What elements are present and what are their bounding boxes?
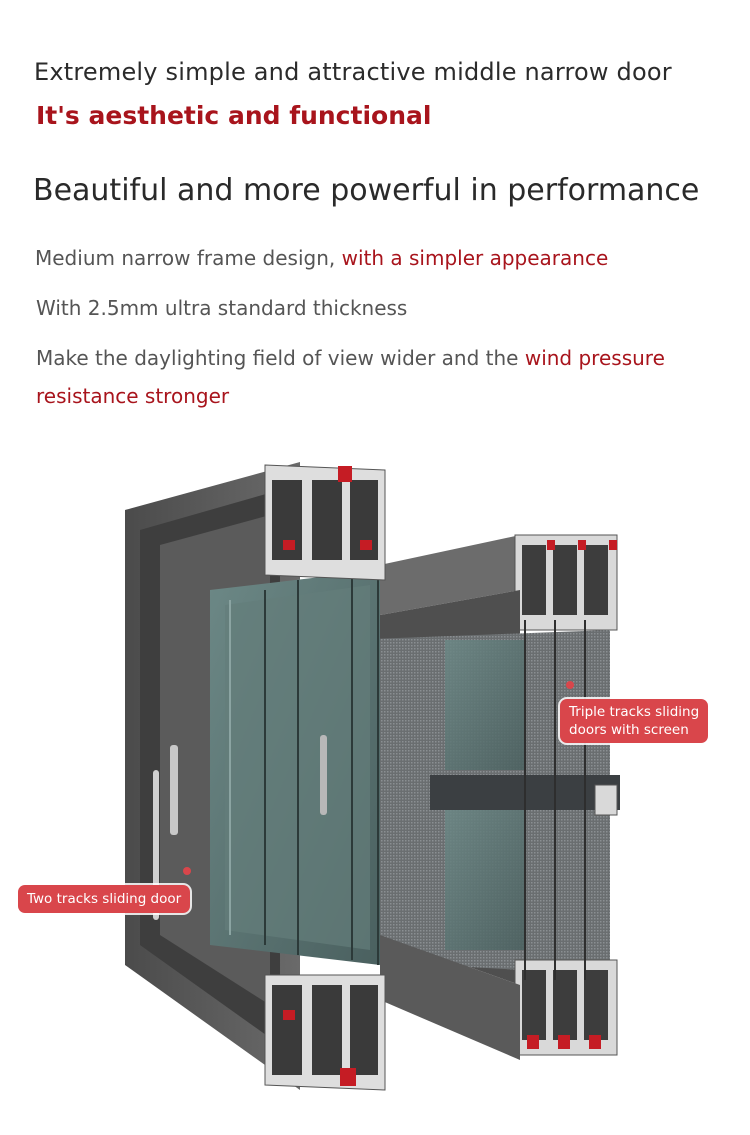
subtagline: It's aesthetic and functional — [36, 101, 432, 130]
feature-daylight-highlight-cont: resistance stronger — [36, 384, 230, 408]
door-cross-section-image — [125, 462, 620, 1091]
triple-track-label-line2: doors with screen — [569, 722, 689, 738]
tagline: Extremely simple and attractive middle n… — [34, 58, 672, 86]
feature-frame-text: Medium narrow frame design, — [35, 246, 342, 270]
triple-track-door — [345, 534, 620, 1060]
two-track-door — [125, 462, 386, 1091]
feature-frame-highlight: with a simpler appearance — [341, 246, 609, 270]
triple-track-label-line1: Triple tracks sliding — [569, 704, 700, 720]
feature-frame: Medium narrow frame design, with a simpl… — [35, 246, 608, 270]
feature-daylight-text: Make the daylighting field of view wider… — [36, 346, 525, 370]
triple-track-label: Triple tracks sliding doors with screen — [560, 699, 709, 743]
headline: Beautiful and more powerful in performan… — [33, 173, 700, 208]
feature-thickness: With 2.5mm ultra standard thickness — [36, 296, 408, 320]
two-track-marker-dot — [183, 867, 191, 875]
feature-daylight: Make the daylighting field of view wider… — [36, 346, 665, 370]
triple-track-marker-dot — [566, 681, 574, 689]
feature-daylight-highlight: wind pressure — [524, 346, 665, 370]
two-track-label: Two tracks sliding door — [18, 885, 191, 913]
